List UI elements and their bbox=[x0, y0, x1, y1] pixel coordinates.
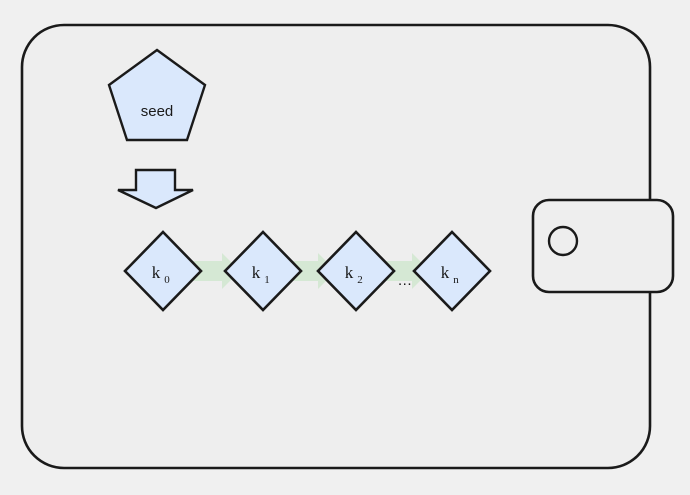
chain-node-k1-subscript: 1 bbox=[264, 274, 270, 286]
chain-ellipsis: ... bbox=[398, 272, 412, 289]
chain-node-k0 bbox=[123, 230, 203, 312]
chain-node-k2-subscript: 2 bbox=[357, 274, 363, 286]
chain-node-kn-subscript: n bbox=[453, 274, 459, 286]
chain-node-k2-label: k bbox=[345, 263, 354, 282]
seed-label: seed bbox=[141, 103, 174, 120]
side-tag[interactable] bbox=[531, 198, 675, 294]
chain-node-kn-label: k bbox=[441, 263, 450, 282]
chain-node-k1 bbox=[223, 230, 303, 312]
chain-node-k0-subscript: 0 bbox=[164, 274, 170, 286]
chain-node-kn bbox=[412, 230, 492, 312]
chain-node-k2 bbox=[316, 230, 396, 312]
down-arrow-icon bbox=[117, 168, 194, 210]
chain-node-k1-label: k bbox=[252, 263, 261, 282]
chain-node-k0-label: k bbox=[152, 263, 161, 282]
chain-arrow-2 bbox=[382, 253, 430, 289]
tag-circle-icon bbox=[547, 225, 579, 257]
chain-arrow-0 bbox=[190, 253, 240, 289]
chain-arrow-1 bbox=[290, 253, 336, 289]
seed-pentagon bbox=[107, 48, 207, 142]
